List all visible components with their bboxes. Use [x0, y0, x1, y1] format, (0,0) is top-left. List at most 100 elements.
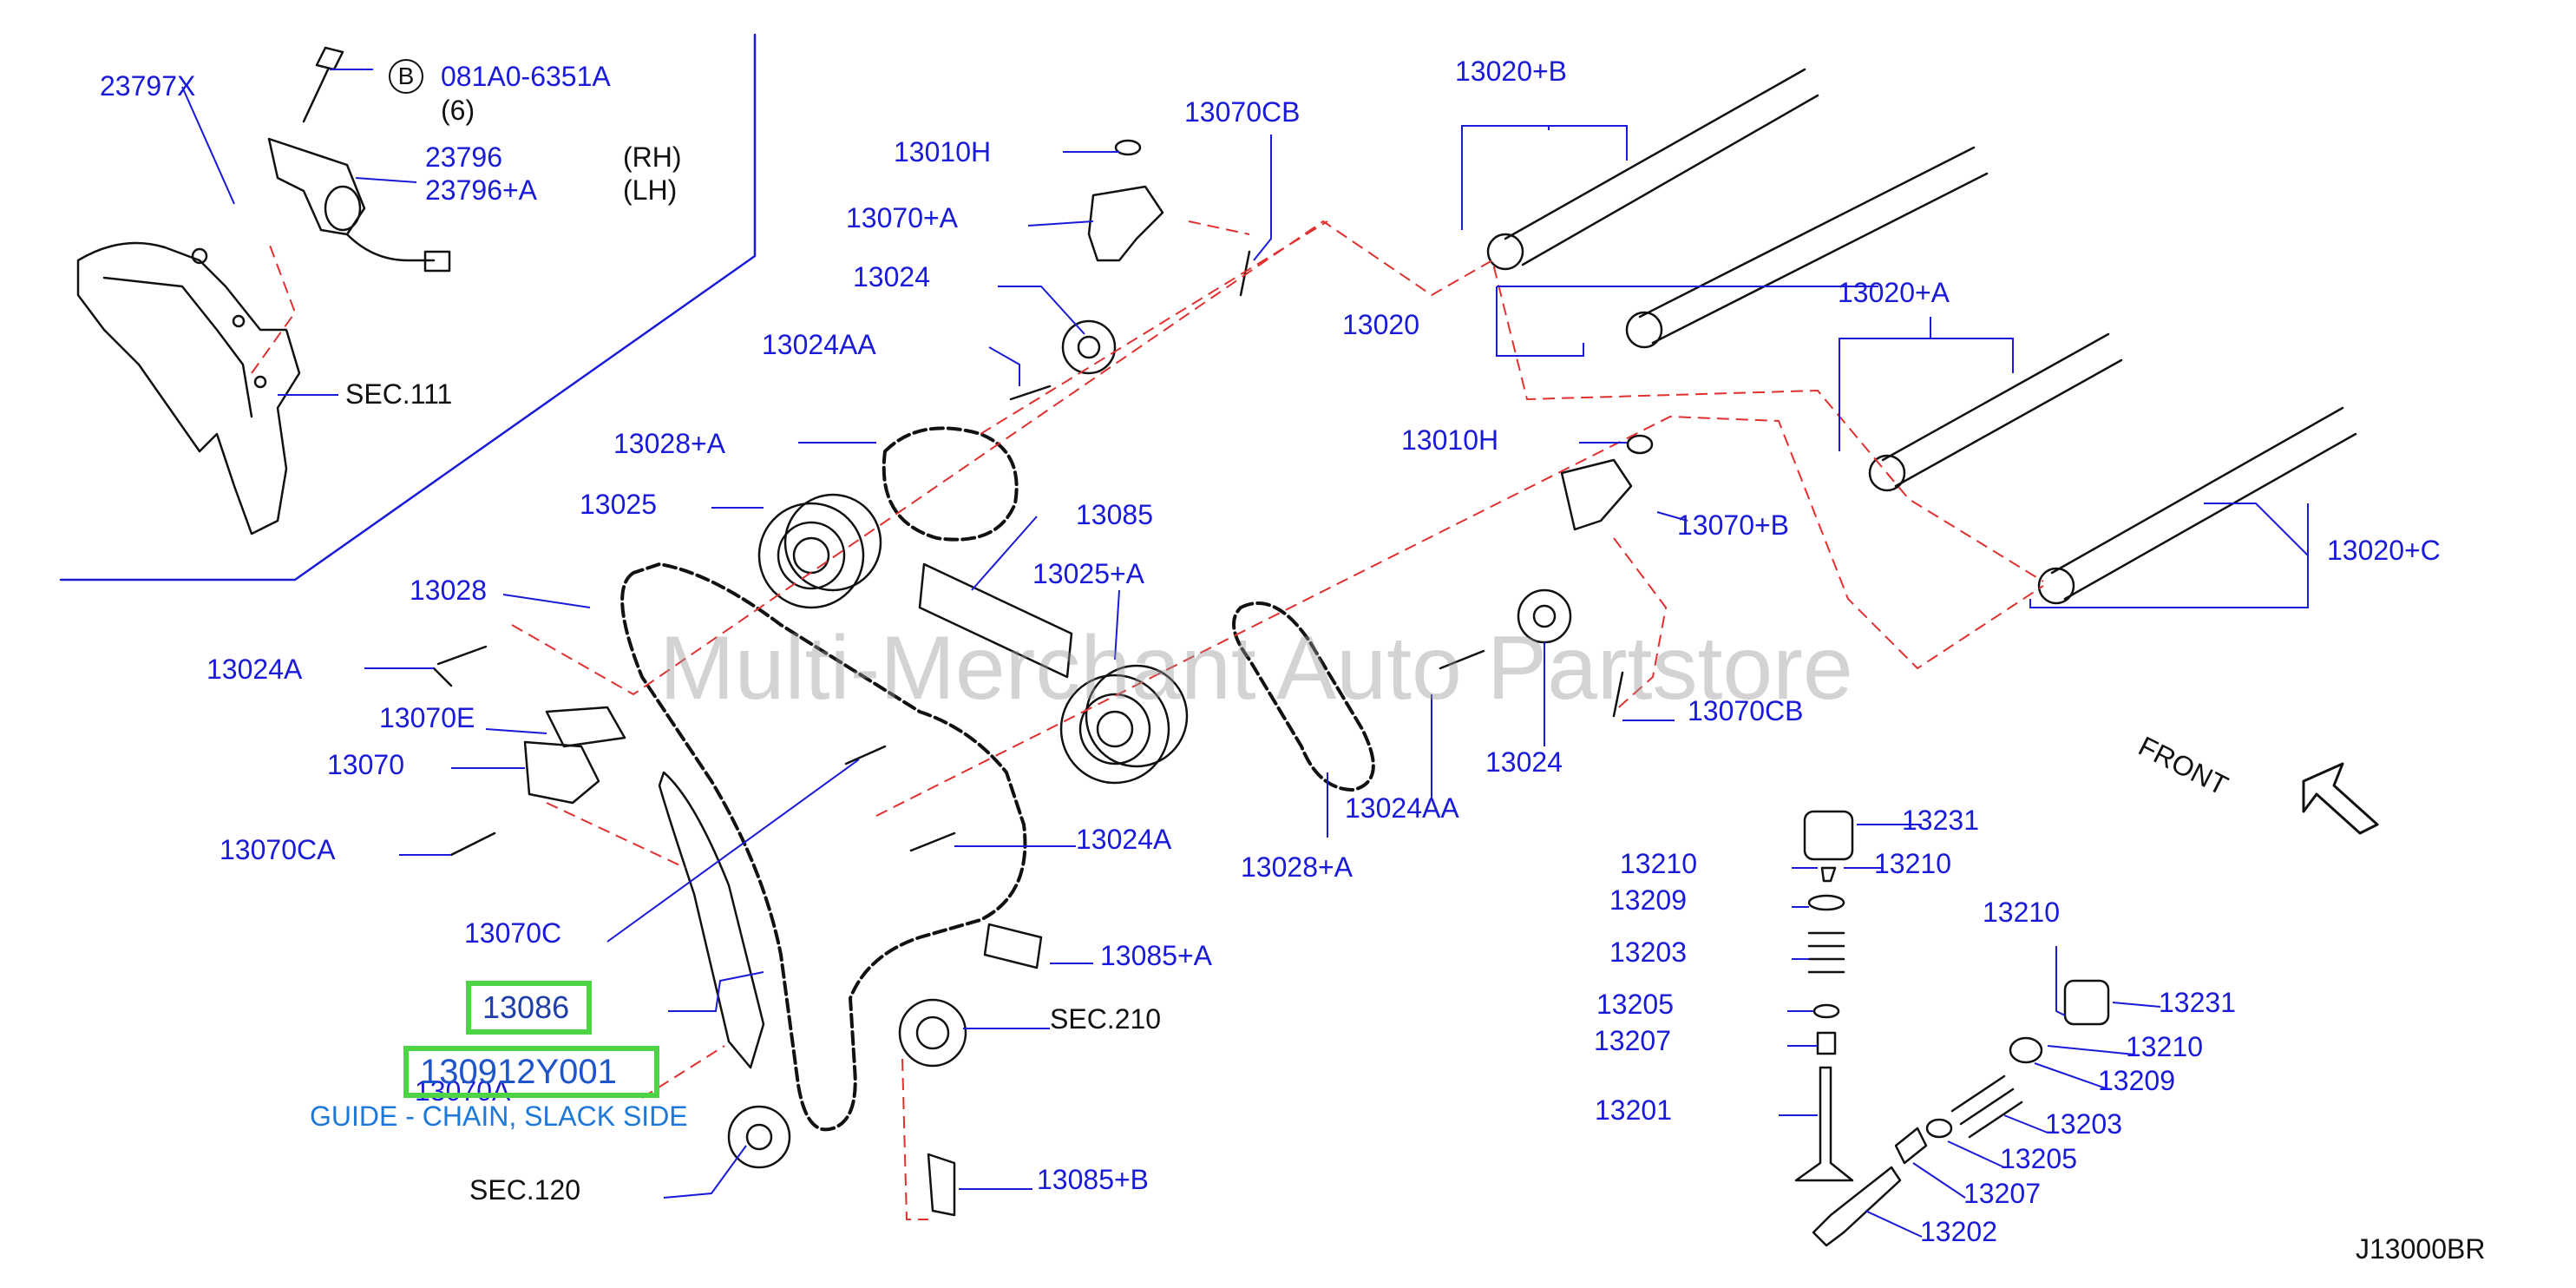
label-13024aa-right: 13024AA: [1345, 792, 1459, 824]
label-13024a-mid: 13024A: [1076, 824, 1172, 855]
highlight-part-number[interactable]: 130912Y001: [420, 1053, 617, 1091]
chain-13028: [620, 562, 1027, 1132]
label-13210-a: 13210: [1620, 848, 1697, 879]
label-13207-b: 13207: [1963, 1178, 2041, 1209]
seal-13207-a: [1816, 1031, 1837, 1055]
label-13209-b: 13209: [2098, 1065, 2175, 1096]
label-081a0: 081A0-6351A: [441, 61, 611, 92]
camshaft-13020b: [1486, 68, 1819, 271]
highlight-box-13086[interactable]: [466, 981, 592, 1035]
label-23797x: 23797X: [100, 70, 196, 102]
bolt-081a0: [302, 46, 344, 123]
lifter-13231-b: [2063, 979, 2110, 1026]
guide-13085: [918, 562, 1073, 679]
label-13070cb-top: 13070CB: [1184, 96, 1301, 128]
label-13205-b: 13205: [2000, 1143, 2077, 1174]
label-13020c: 13020+C: [2327, 535, 2441, 566]
label-13028a-left: 13028+A: [613, 428, 726, 459]
label-13205-a: 13205: [1596, 989, 1674, 1020]
label-13210-b: 13210: [1874, 848, 1951, 879]
label-13020a: 13020+A: [1838, 277, 1950, 308]
guide-13085b: [927, 1153, 956, 1217]
bolt-13024aa-left: [1009, 384, 1052, 401]
label-13070a-behind: 13070A: [415, 1075, 511, 1107]
bolt-13070cb-right: [1612, 671, 1624, 718]
tensioner-13070b: [1560, 458, 1633, 531]
label-13231-b: 13231: [2159, 987, 2236, 1018]
label-13210-d: 13210: [2126, 1031, 2203, 1062]
label-13028a-right: 13028+A: [1241, 851, 1354, 883]
bolt-13070ca: [449, 831, 496, 857]
label-13070: 13070: [327, 749, 404, 780]
label-13207-a: 13207: [1594, 1025, 1671, 1056]
label-13028: 13028: [410, 575, 487, 606]
label-13070a-plus: 13070+A: [846, 202, 959, 233]
sprocket-sec120: [727, 1105, 791, 1169]
dashed-main: [511, 220, 2044, 696]
valve-13202: [1812, 1166, 1902, 1247]
dashed-13070: [546, 802, 686, 869]
front-arrow: [2302, 762, 2379, 835]
lifter-13231-a: [1803, 810, 1854, 861]
sprocket-13024-left: [1061, 319, 1117, 375]
label-13085: 13085: [1076, 499, 1153, 530]
label-13201: 13201: [1595, 1094, 1672, 1126]
camshaft-13020a: [1868, 332, 2123, 492]
bolt-13024a-top: [432, 645, 488, 687]
bolt-13024a-mid: [909, 831, 956, 852]
dashed-bolt: [641, 1045, 725, 1099]
dashed-upper: [980, 220, 1328, 435]
diagram-id: J13000BR: [2356, 1233, 2486, 1265]
label-23796: 23796: [425, 141, 502, 173]
label-13024-left: 13024: [853, 261, 930, 292]
sprocket-13025: [757, 493, 882, 609]
front-cover-part: [76, 241, 301, 536]
camshaft-13020: [1625, 146, 1989, 349]
seat-13205-a: [1812, 1003, 1840, 1019]
inset-frame: [59, 33, 757, 582]
part-description: GUIDE - CHAIN, SLACK SIDE: [310, 1101, 688, 1132]
retainer-13209-b: [2009, 1036, 2043, 1064]
bolt-circle-b: B: [389, 59, 423, 94]
label-13010h-left: 13010H: [894, 136, 992, 168]
label-sec120: SEC.120: [469, 1174, 581, 1206]
label-13024-right: 13024: [1485, 746, 1563, 778]
retainer-13209-a: [1807, 894, 1845, 911]
guide-13070c-slack: [658, 771, 765, 1069]
idler-sec210: [898, 998, 967, 1068]
tensioner-13070: [523, 740, 600, 805]
guide-13085a: [983, 923, 1043, 969]
label-13203-b: 13203: [2045, 1108, 2122, 1140]
gasket-13070e: [545, 706, 626, 748]
label-13231-a: 13231: [1902, 805, 1979, 836]
label-13070cb-right: 13070CB: [1688, 695, 1804, 726]
bolt-13024aa-right: [1439, 649, 1485, 670]
watermark: Multi-Merchant Auto Partstore: [659, 618, 1853, 719]
label-13024a-left: 13024A: [206, 654, 303, 685]
bolt-13070cb-left: [1239, 250, 1251, 297]
seat-13205-b: [1925, 1118, 1953, 1139]
label-13202: 13202: [1920, 1216, 1997, 1247]
label-rh: (RH): [623, 141, 682, 173]
label-lh: (LH): [623, 174, 678, 206]
label-sec210: SEC.210: [1050, 1003, 1162, 1035]
seal-13207-b: [1894, 1127, 1928, 1165]
label-13085b: 13085+B: [1037, 1164, 1150, 1195]
highlight-box-part-number[interactable]: [403, 1046, 659, 1098]
cam-sensor-part: [267, 137, 366, 236]
label-sec111: SEC.111: [345, 378, 453, 410]
bolt-center: [844, 745, 887, 766]
valve-13201: [1794, 1066, 1854, 1182]
label-13070c: 13070C: [464, 917, 562, 949]
label-13203-a: 13203: [1609, 936, 1687, 968]
label-qty-6: (6): [441, 95, 475, 126]
label-13025a: 13025+A: [1032, 558, 1145, 589]
sprocket-13025a: [1059, 664, 1189, 785]
label-13070b: 13070+B: [1677, 509, 1790, 541]
camshaft-13020c: [2037, 406, 2357, 605]
label-13020: 13020: [1342, 309, 1419, 340]
dashed-lower: [875, 415, 2044, 817]
label-13210-c: 13210: [1983, 897, 2060, 928]
highlight-label-13086[interactable]: 13086: [482, 989, 570, 1025]
